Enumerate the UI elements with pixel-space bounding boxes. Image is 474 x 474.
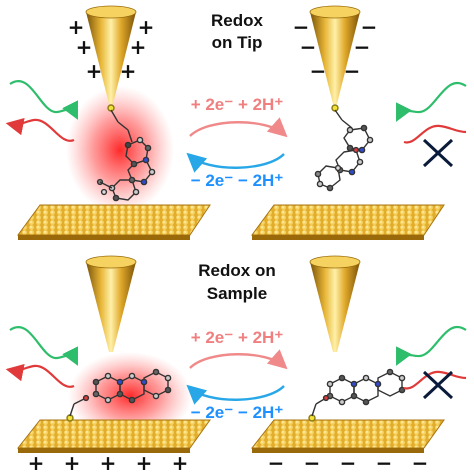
gold-substrate-icon — [16, 419, 211, 453]
charge-mark: − — [344, 59, 361, 83]
raman-scattered-arrow-icon — [403, 124, 467, 144]
raman-scattered-arrow-icon — [403, 370, 467, 390]
charge-mark: + — [130, 35, 147, 59]
redox-cycle-arrows-icon — [186, 117, 288, 173]
charge-mark: − — [412, 451, 429, 474]
bottom-heading-line-2: Sample — [207, 284, 267, 303]
gold-tip-icon — [85, 5, 137, 104]
gold-substrate-icon — [250, 419, 445, 453]
raman-scattered-arrow-icon — [5, 363, 75, 388]
top-panel: Redox on Tip + + + + + + − − − − − − — [5, 5, 467, 240]
charge-mark: + — [76, 35, 93, 59]
raman-incident-arrow-icon — [9, 80, 78, 120]
charge-mark: − — [304, 451, 321, 474]
gold-tip-icon — [309, 255, 361, 352]
top-heading-line-2: on Tip — [212, 33, 263, 52]
gold-substrate-icon — [17, 204, 211, 240]
top-heading-line-1: Redox — [211, 11, 264, 30]
redox-cycle-arrows-icon — [186, 349, 288, 405]
charge-mark: + — [100, 451, 117, 474]
oxidation-label: + 2e⁻ + 2H⁺ — [191, 328, 284, 347]
blocked-cross-icon — [422, 370, 454, 400]
raman-incident-arrow-icon — [396, 82, 467, 122]
molecule-icon — [96, 104, 156, 202]
raman-incident-arrow-icon — [396, 326, 467, 366]
charge-mark: − — [268, 451, 285, 474]
molecule-icon — [66, 368, 172, 422]
charge-mark: + — [68, 15, 85, 39]
charge-mark: − — [340, 451, 357, 474]
molecule-icon — [308, 368, 406, 422]
charge-mark: + — [64, 451, 81, 474]
top-right-tip-charges: − − − − − − — [293, 15, 378, 83]
bottom-heading-line-1: Redox on — [198, 261, 275, 280]
molecule-icon — [314, 104, 374, 192]
enhancement-glow — [66, 86, 174, 214]
charge-mark: − — [361, 15, 378, 39]
bottom-right-sample-charges: − − − − − — [268, 451, 429, 474]
raman-scattered-arrow-icon — [5, 117, 75, 142]
charge-mark: + — [28, 451, 45, 474]
charge-mark: + — [172, 451, 189, 474]
charge-mark: − — [354, 35, 371, 59]
raman-incident-arrow-icon — [9, 326, 78, 366]
gold-tip-icon — [85, 255, 137, 352]
blocked-cross-icon — [422, 138, 454, 168]
charge-mark: − — [376, 451, 393, 474]
top-left-tip-charges: + + + + + + — [68, 15, 155, 83]
charge-mark: + — [86, 59, 103, 83]
charge-mark: − — [293, 15, 310, 39]
bottom-left-sample-charges: + + + + + — [28, 451, 189, 474]
reduction-label: − 2e⁻ − 2H⁺ — [191, 171, 284, 190]
charge-mark: + — [138, 15, 155, 39]
oxidation-label: + 2e⁻ + 2H⁺ — [191, 95, 284, 114]
charge-mark: − — [310, 59, 327, 83]
charge-mark: + — [120, 59, 137, 83]
charge-mark: + — [136, 451, 153, 474]
bottom-panel: Redox on Sample — [5, 255, 467, 474]
reduction-label: − 2e⁻ − 2H⁺ — [191, 403, 284, 422]
charge-mark: − — [300, 35, 317, 59]
gold-tip-icon — [309, 5, 361, 104]
gold-substrate-icon — [251, 204, 445, 240]
